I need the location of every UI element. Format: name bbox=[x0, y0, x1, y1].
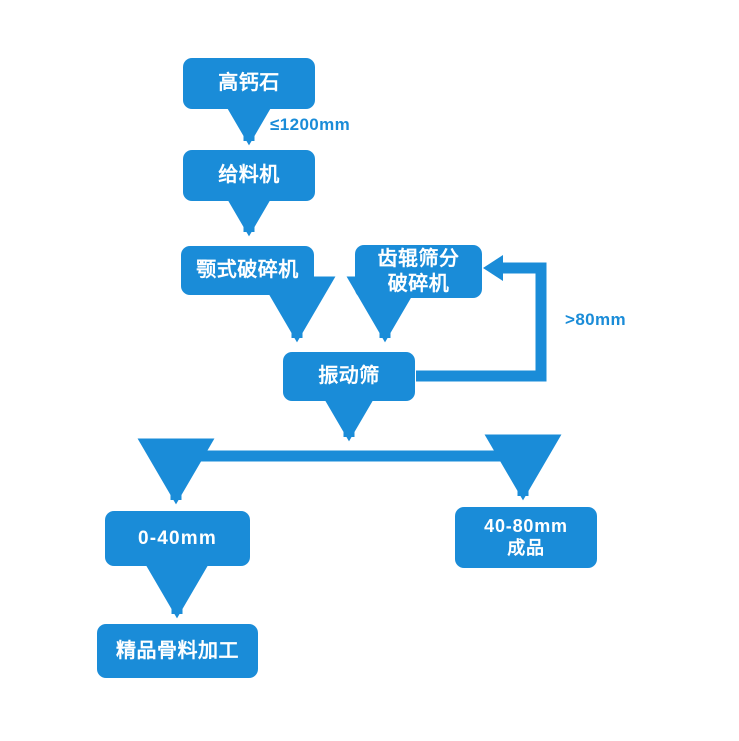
node-raw-material-label: 高钙石 bbox=[218, 72, 280, 95]
node-raw-material[interactable]: 高钙石 bbox=[183, 58, 315, 109]
node-product-40-80-label2: 成品 bbox=[507, 537, 545, 558]
edge-oversize-return-path bbox=[416, 262, 547, 382]
node-product-40-80-label: 40-80mm bbox=[484, 515, 568, 536]
node-jaw-crusher[interactable]: 颚式破碎机 bbox=[181, 246, 314, 295]
node-vibrating-screen-label: 振动筛 bbox=[318, 365, 380, 388]
node-product-0-40-label: 0-40mm bbox=[137, 527, 218, 549]
node-feeder-label: 给料机 bbox=[218, 164, 280, 187]
node-fine-aggregate[interactable]: 精品骨料加工 bbox=[97, 624, 258, 678]
edge-label-oversize-return: >80mm bbox=[565, 310, 627, 329]
node-toothed-roll-crusher[interactable]: 齿辊筛分 破碎机 bbox=[355, 245, 482, 298]
node-toothed-roll-crusher-label: 齿辊筛分 bbox=[377, 248, 460, 271]
node-vibrating-screen[interactable]: 振动筛 bbox=[283, 352, 415, 401]
edge-oversize-return-arrowhead bbox=[483, 255, 503, 281]
node-fine-aggregate-label: 精品骨料加工 bbox=[116, 639, 239, 662]
node-toothed-roll-crusher-label2: 破碎机 bbox=[387, 272, 450, 295]
node-product-0-40[interactable]: 0-40mm bbox=[105, 511, 250, 566]
edge-label-feed-size: ≤1200mm bbox=[270, 115, 351, 134]
node-feeder[interactable]: 给料机 bbox=[183, 150, 315, 201]
node-product-40-80[interactable]: 40-80mm 成品 bbox=[455, 507, 597, 568]
node-jaw-crusher-label: 颚式破碎机 bbox=[196, 259, 299, 282]
